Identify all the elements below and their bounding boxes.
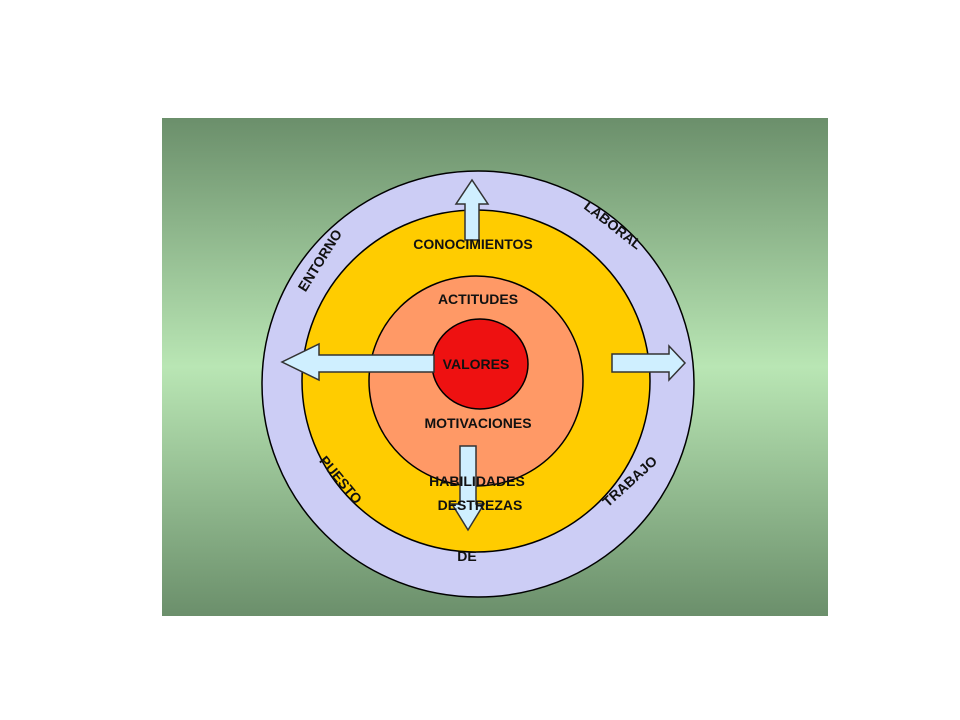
arrow-down [450,445,486,532]
diagram-panel: CONOCIMIENTOS ACTITUDES VALORES MOTIVACI… [162,118,828,616]
label-actitudes: ACTITUDES [438,291,518,307]
arrow-right [611,344,687,382]
label-motivaciones: MOTIVACIONES [424,415,531,431]
label-habilidades: HABILIDADES [429,473,525,489]
label-destrezas: DESTREZAS [438,497,523,513]
label-valores: VALORES [443,356,510,372]
arrow-up [454,178,490,241]
label-conocimientos: CONOCIMIENTOS [413,236,533,252]
word-de: DE [457,548,476,564]
arrow-left [280,342,435,382]
competency-circles-diagram: CONOCIMIENTOS ACTITUDES VALORES MOTIVACI… [261,170,695,598]
